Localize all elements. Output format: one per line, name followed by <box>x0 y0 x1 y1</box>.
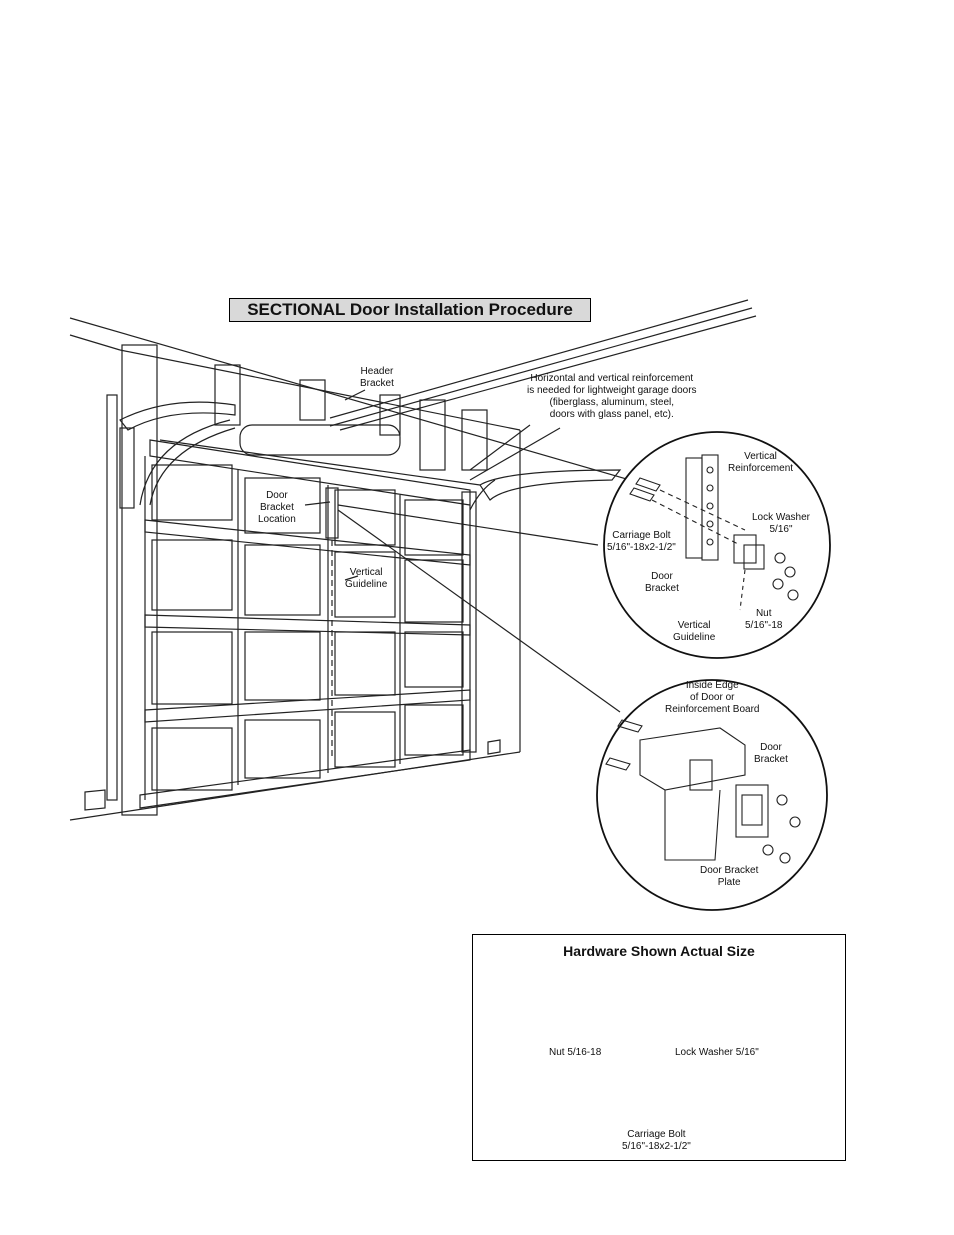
hardware-panel: Hardware Shown Actual Size <box>472 934 846 1161</box>
nut-label: Nut 5/16-18 <box>549 1047 602 1058</box>
inside-edge-label: Inside Edge of Door or Reinforcement Boa… <box>665 680 760 715</box>
diagram-title: SECTIONAL Door Installation Procedure <box>229 298 591 322</box>
hardware-title: Hardware Shown Actual Size <box>563 943 755 959</box>
reinforcement-note: Horizontal and vertical reinforcement is… <box>527 373 697 420</box>
vertical-reinforcement-label: Vertical Reinforcement <box>728 451 794 474</box>
door-bracket-location-label: Door Bracket Location <box>258 490 296 525</box>
vertical-guideline-label: Vertical Guideline <box>345 567 388 590</box>
lock-washer-hw-label: Lock Washer 5/16" <box>675 1047 759 1058</box>
